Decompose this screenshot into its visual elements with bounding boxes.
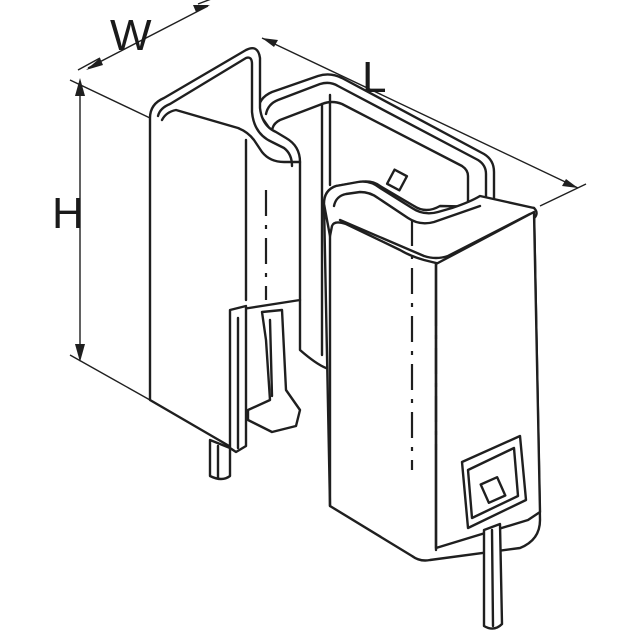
height-arrow-top	[75, 78, 85, 96]
height-arrow-bottom	[75, 344, 85, 362]
solder-tab-hole	[479, 476, 507, 504]
width-label: W	[110, 11, 152, 60]
width-dimension: W	[77, 0, 211, 71]
height-dimension: H	[52, 78, 151, 401]
back-rim-inner-line	[264, 81, 488, 224]
height-label: H	[52, 189, 84, 238]
right-clip-rim-inner	[332, 190, 482, 225]
right-pin-edge	[490, 528, 495, 628]
length-extension-line	[539, 183, 587, 207]
height-extension-line-top	[69, 79, 151, 119]
right-clip	[322, 180, 542, 630]
width-arrow-left	[86, 58, 103, 70]
left-spring-crease	[268, 318, 274, 398]
left-clip-lip	[160, 108, 302, 164]
width-dimension-line	[87, 5, 209, 69]
length-arrow-right	[562, 179, 578, 188]
left-clip-shell	[148, 47, 302, 452]
left-pin	[208, 438, 232, 481]
width-arrow-right	[193, 5, 210, 12]
solder-tab-inner	[466, 446, 520, 520]
height-extension-line-bottom	[69, 354, 151, 401]
left-spring-contact	[246, 308, 302, 434]
left-clip	[148, 47, 302, 481]
right-clip-rim-lower	[338, 212, 532, 260]
back-slot	[385, 168, 409, 192]
length-arrow-left	[262, 38, 278, 47]
left-clip-rim-inner	[156, 56, 294, 168]
length-dimension-line	[261, 37, 579, 189]
width-extension-line-right	[197, 0, 211, 5]
width-extension-line-left	[77, 57, 101, 71]
base-connector-line	[298, 298, 328, 370]
